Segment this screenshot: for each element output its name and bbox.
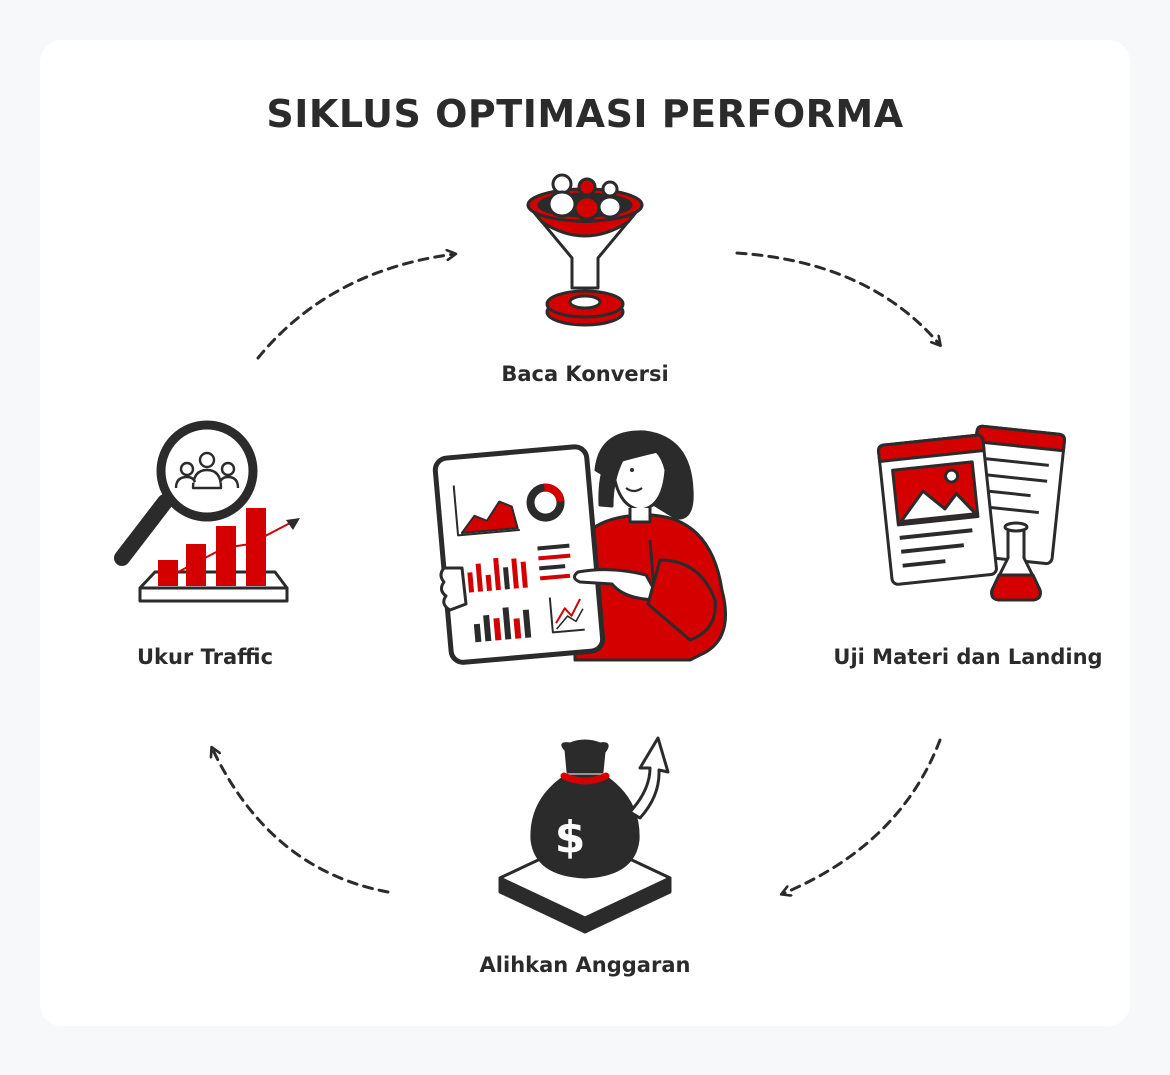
step-label-uji-materi: Uji Materi dan Landing [833,645,1103,669]
money-bag-icon: $ [498,736,672,934]
step-label-ukur-traffic: Ukur Traffic [136,645,274,669]
funnel-icon [526,173,644,327]
step-label-alihkan-anggaran: Alihkan Anggaran [479,953,691,977]
step-label-baca-konversi: Baca Konversi [501,362,669,386]
arrow-top-left [256,254,455,360]
browser-flask-icon [877,424,1067,602]
analyst-dashboard-icon [432,430,727,665]
svg-text:$: $ [555,812,586,863]
diagram-title: SIKLUS OPTIMASI PERFORMA [266,92,904,136]
arrow-bottom-left [212,748,390,894]
magnifier-chart-icon [114,420,300,603]
arrow-top-right [735,251,940,345]
arrow-bottom-right [782,738,942,894]
